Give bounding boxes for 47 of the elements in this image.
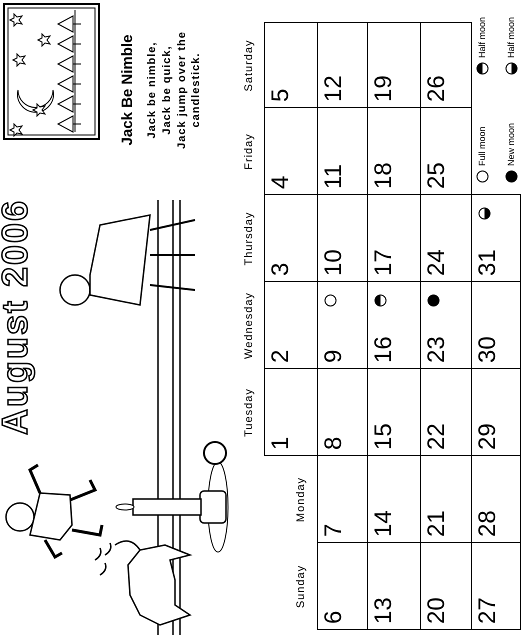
date-number: 29 (476, 423, 500, 450)
date-number: 4 (269, 176, 293, 189)
date-number: 11 (322, 164, 346, 189)
date-number: 16 (372, 336, 396, 363)
date-number: 24 (425, 249, 449, 276)
date-number: 23 (425, 336, 449, 363)
weekday-heading: Tuesday (243, 387, 255, 439)
date-number: 28 (476, 510, 500, 537)
date-number: 5 (269, 88, 293, 102)
date-number: 1 (269, 436, 293, 450)
page-title: August 2006 (0, 198, 36, 435)
date-number: 14 (372, 510, 396, 537)
weekday-heading: Saturday (243, 38, 255, 94)
legend-label: Half moon (477, 16, 487, 58)
weekday-heading: Sunday (295, 564, 307, 610)
date-number: 25 (425, 162, 449, 189)
date-number: 20 (425, 597, 449, 624)
rhyme-line: Jack jump over the candlestick. (175, 30, 203, 151)
date-number: 7 (322, 524, 346, 537)
rhyme-title: Jack Be Nimble (119, 34, 136, 148)
date-number: 27 (476, 597, 500, 624)
date-number: 22 (425, 423, 449, 450)
weekday-heading: Thursday (243, 210, 255, 268)
date-number: 17 (372, 249, 396, 276)
date-number: 21 (425, 510, 449, 537)
date-number: 6 (322, 610, 346, 624)
rhyme-line: Jack be nimble, (145, 40, 159, 140)
legend-label: Half moon (506, 16, 516, 58)
rhyme-line: Jack be quick, (160, 44, 174, 137)
date-number: 9 (322, 350, 346, 363)
legend-label: Full moon (477, 126, 487, 166)
weekday-heading: Friday (243, 132, 255, 172)
date-number: 2 (269, 350, 293, 363)
weekday-heading: Wednesday (243, 291, 255, 361)
weekday-heading: Monday (295, 476, 307, 524)
date-number: 13 (372, 597, 396, 624)
date-number: 15 (372, 423, 396, 450)
date-number: 26 (425, 75, 449, 102)
date-number: 19 (372, 75, 396, 102)
date-number: 18 (372, 162, 396, 189)
date-number: 12 (322, 75, 346, 102)
date-number: 10 (322, 249, 346, 276)
date-number: 3 (269, 262, 293, 276)
date-number: 30 (476, 336, 500, 363)
legend-label: New moon (506, 122, 516, 166)
date-number: 8 (322, 436, 346, 450)
date-number: 31 (476, 249, 500, 276)
